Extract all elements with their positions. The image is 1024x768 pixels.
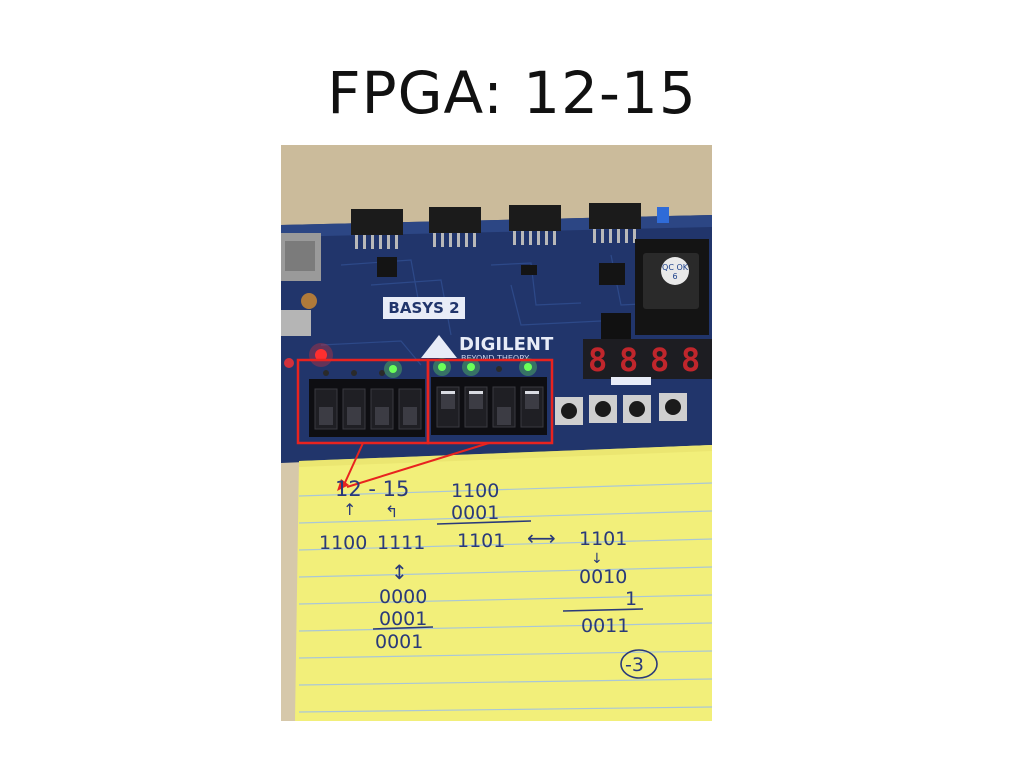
brand-logo-icon <box>421 335 457 358</box>
note-sum-add: 0001 <box>451 502 499 524</box>
note-right-operand: 1111 <box>377 532 425 554</box>
dip-socket <box>601 313 631 343</box>
switch-group-highlight-right <box>426 358 554 445</box>
left-right-arrow-icon: ⟷ <box>527 526 556 550</box>
jumper <box>657 207 669 223</box>
brand-tagline: BEYOND THEORY <box>461 354 529 363</box>
capacitor <box>301 293 317 309</box>
seven-segment-digit: 8 <box>619 341 638 379</box>
note-divider <box>562 608 644 612</box>
note-invert: 0000 <box>379 586 427 608</box>
led-off <box>323 370 329 376</box>
model-label: BASYS 2 <box>388 299 459 317</box>
pmod-connectors <box>351 203 641 249</box>
qc-number: 6 <box>672 272 677 281</box>
qc-label: QC OK <box>662 263 689 272</box>
note-twos-complement: 0001 <box>375 631 423 653</box>
note-final-answer: -3 <box>625 654 644 676</box>
led-on <box>438 363 446 371</box>
seven-segment-digit: 8 <box>588 341 607 379</box>
led-on <box>389 365 397 373</box>
slide-title: FPGA: 12-15 <box>327 59 697 127</box>
note-sum-top: 1100 <box>451 480 499 502</box>
note-mirror-add: 1 <box>625 588 637 610</box>
seven-segment-digit: 8 <box>681 341 700 379</box>
slide-switches <box>309 377 547 437</box>
note-mirror-result: 0011 <box>581 615 629 637</box>
fpga-board: QC OK 6 BASYS 2 DIGILENT BEYOND THEORY 8… <box>281 203 712 463</box>
chip <box>599 263 625 285</box>
ruled-lines <box>298 482 712 713</box>
seven-segment-display: 8 8 8 8 <box>583 339 712 379</box>
note-add-one: 0001 <box>379 608 427 630</box>
arrow-head-icon <box>337 479 349 491</box>
note-left-operand: 1100 <box>319 532 367 554</box>
led-off <box>496 366 502 372</box>
brand-label: DIGILENT <box>459 334 554 355</box>
led-off <box>379 370 385 376</box>
board-photo: QC OK 6 BASYS 2 DIGILENT BEYOND THEORY 8… <box>281 145 712 721</box>
led-on <box>467 363 475 371</box>
note-divider <box>436 520 532 525</box>
led-off <box>351 370 357 376</box>
led-on <box>524 363 532 371</box>
chip <box>377 257 397 277</box>
qc-sticker <box>661 257 689 285</box>
arrow-icon <box>342 442 490 488</box>
answer-circle <box>620 649 658 679</box>
note-divider <box>372 626 434 630</box>
model-label-box <box>383 297 465 319</box>
seven-segment-digit: 8 <box>650 341 669 379</box>
power-led <box>315 349 327 361</box>
note-mirror: 1101 <box>579 528 627 550</box>
up-down-arrow-icon: ↕ <box>391 560 408 584</box>
note-mirror-invert: 0010 <box>579 566 627 588</box>
yellow-note: 12 - 15 ↑ ↰ 1100 1111 ↕ 0000 0001 0001 1… <box>295 442 712 721</box>
note-sum-result: 1101 <box>457 530 505 552</box>
note-expression: 12 - 15 <box>335 477 409 501</box>
up-arrow-icon: ↑ <box>343 500 356 519</box>
down-arrow-icon: ↓ <box>591 551 603 567</box>
push-buttons <box>555 393 687 425</box>
status-leds <box>323 358 537 378</box>
curved-arrow-icon: ↰ <box>385 502 398 521</box>
